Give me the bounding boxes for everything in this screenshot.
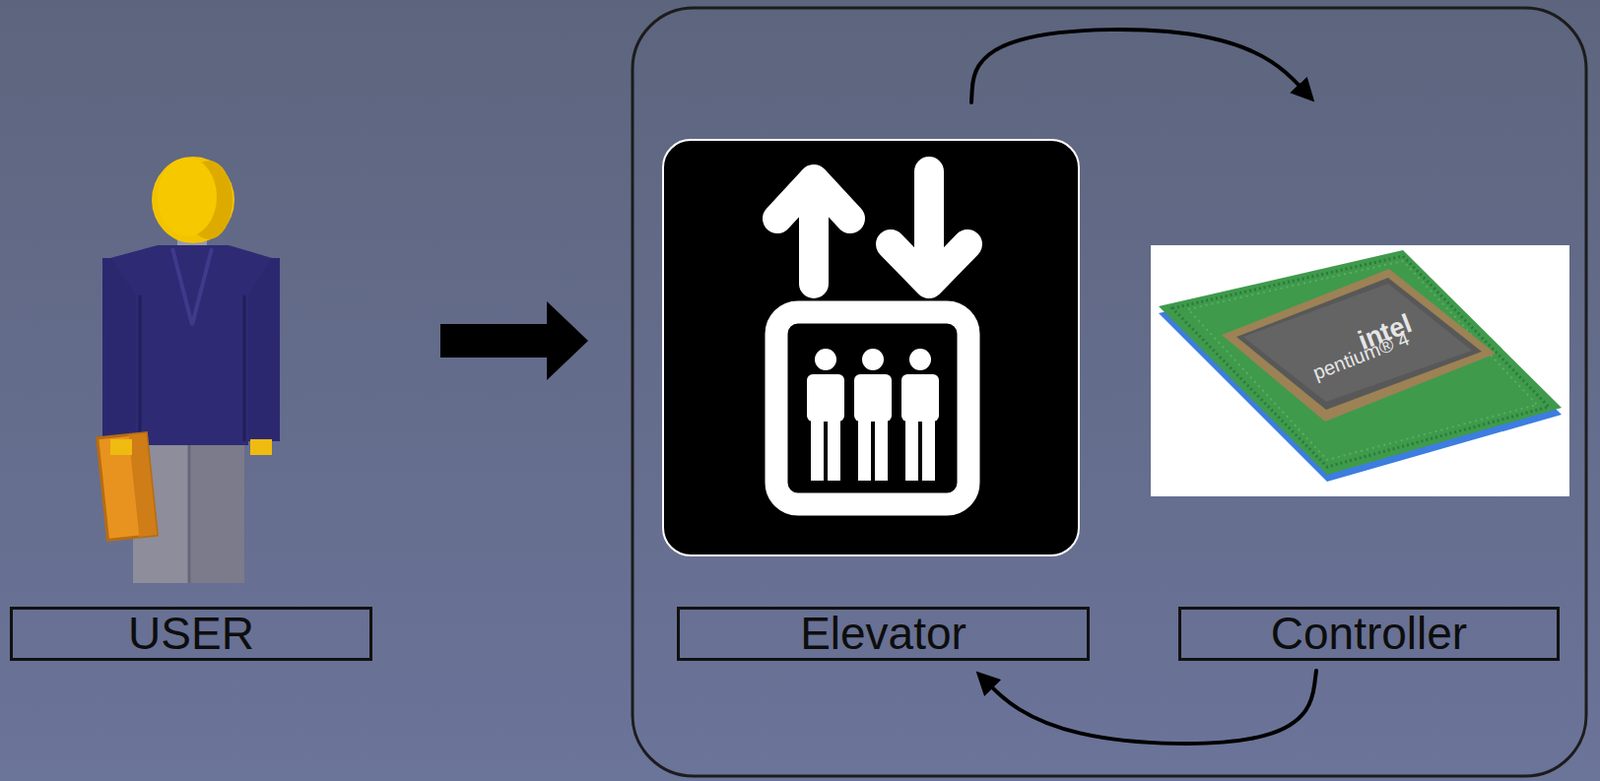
input-arrow — [440, 301, 589, 381]
controller-node: Controller — [1150, 102, 1570, 662]
cpu-chip-photo — [1150, 245, 1570, 497]
user-node: USER — [9, 157, 373, 662]
feedback-arrow — [979, 670, 1317, 744]
user-figure — [97, 156, 280, 584]
elevator-node: Elevator — [663, 102, 1090, 662]
node-label: Controller — [1178, 606, 1560, 662]
node-label: Elevator — [676, 606, 1090, 662]
elevator-icon — [663, 139, 1079, 556]
system-frame — [632, 7, 1587, 777]
feedback-arrow — [971, 29, 1312, 103]
node-label: USER — [9, 606, 373, 662]
